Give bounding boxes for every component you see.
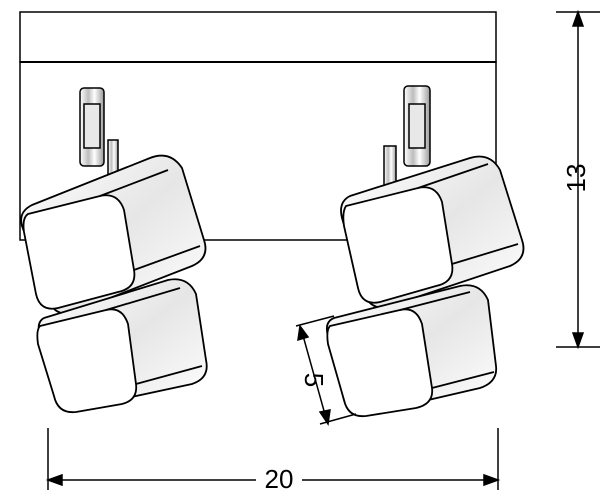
left-mount-insert	[83, 103, 101, 149]
height-dimension-label: 13	[561, 164, 591, 193]
head-dimension-line	[301, 331, 327, 419]
width-dimension-label: 20	[265, 464, 294, 494]
spotlight-head-left-upper	[20, 154, 207, 315]
base-plate-top	[19, 11, 497, 63]
right-mount-insert	[408, 103, 426, 149]
spotlight-head-left-lower	[36, 278, 208, 414]
height-dimension	[556, 9, 600, 350]
head-arrow-bottom	[318, 409, 331, 427]
width-arrow-right	[483, 473, 501, 487]
spotlight-head-right-lower	[325, 284, 498, 418]
head-arrow-top	[297, 324, 310, 342]
width-label-background	[256, 466, 302, 494]
head-dimension-label: 5	[299, 373, 329, 387]
height-arrow-bottom	[571, 332, 585, 350]
head-dimension	[295, 315, 357, 427]
head-extension-top	[295, 315, 335, 327]
spotlight-head-right-upper	[340, 155, 525, 309]
width-arrow-left	[45, 473, 63, 487]
height-arrow-top	[571, 9, 585, 27]
